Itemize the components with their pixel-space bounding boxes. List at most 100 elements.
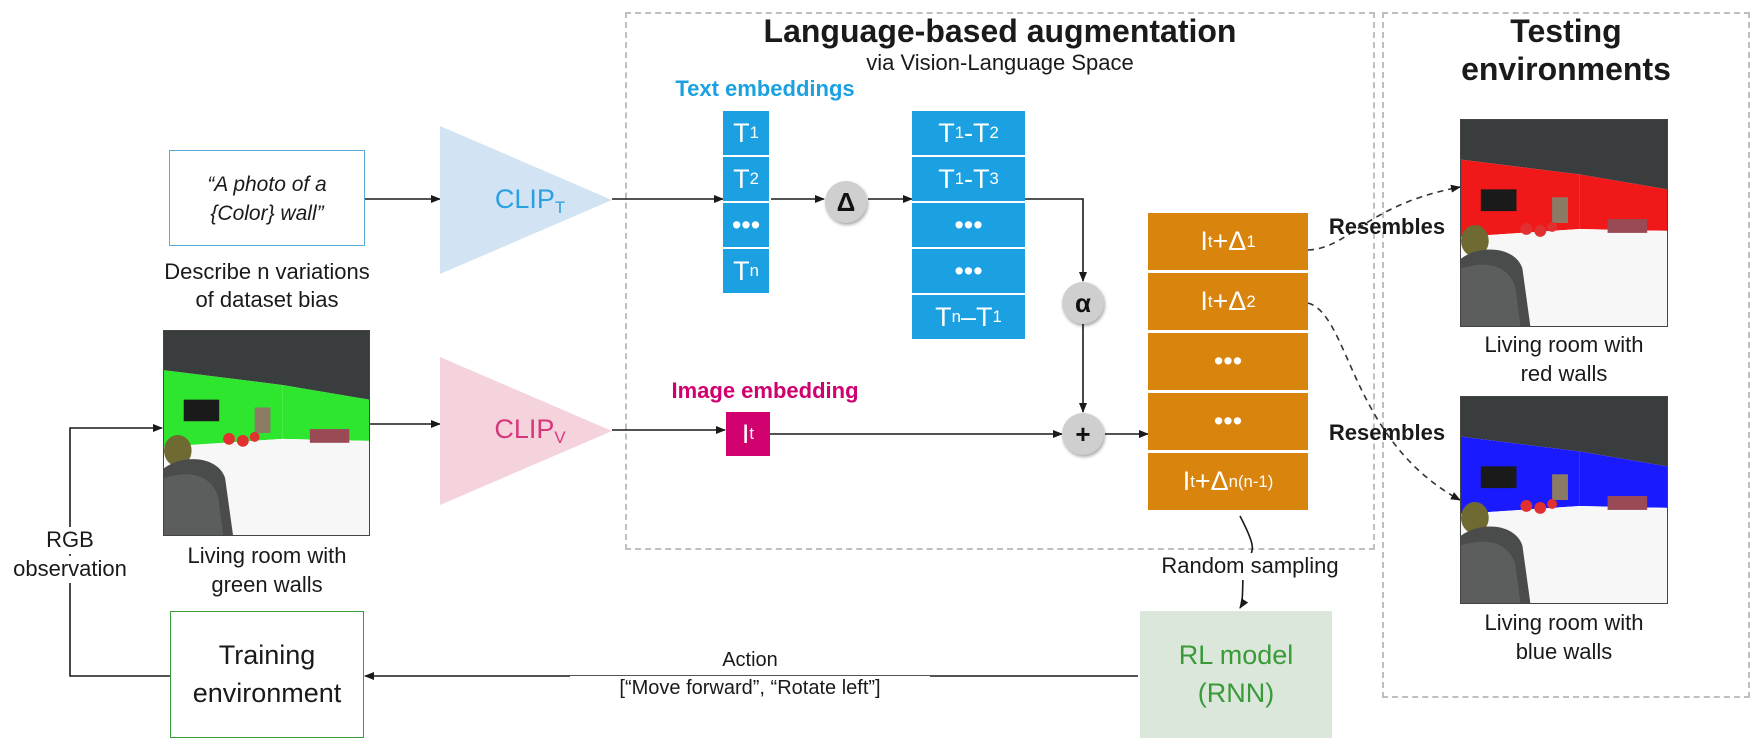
training-line2: environment	[192, 678, 342, 708]
text-embedding-base: T	[733, 163, 750, 194]
room-scene	[1461, 397, 1667, 603]
augmented-cell: •••	[1148, 333, 1308, 390]
random-sampling-label: Random sampling	[1140, 553, 1360, 580]
text-embedding-sub: n	[749, 261, 759, 280]
rl-model-line2: (RNN)	[1197, 678, 1275, 708]
augmentation-title: Language-based augmentation	[763, 13, 1237, 49]
augmented-term: •••	[1213, 406, 1243, 436]
difference-operator: –	[960, 301, 977, 332]
clip-text-base: CLIP	[494, 184, 555, 214]
test-red-caption-line1: Living room with	[1484, 332, 1644, 357]
training-line1: Training	[218, 640, 316, 670]
augmented-term: I	[1200, 226, 1208, 256]
training-environment-box	[170, 611, 364, 738]
clip-vision-encoder	[440, 357, 612, 505]
augmented-delta-sub: n(n-1)	[1228, 471, 1274, 491]
clip-vision-sub: V	[554, 428, 566, 448]
training-room-image	[163, 330, 370, 536]
difference-cell: •••	[912, 203, 1025, 247]
difference-term-b: T	[973, 117, 990, 148]
text-embeddings-label: Text embeddings	[675, 76, 855, 101]
difference-term-a: T	[938, 163, 955, 194]
augmented-term: •••	[1213, 346, 1243, 376]
difference-term-a-sub: n	[951, 307, 961, 326]
augmented-term-sub: t	[1207, 231, 1213, 251]
augmented-delta-sub: 1	[1246, 231, 1256, 251]
augmentation-subtitle: via Vision-Language Space	[866, 50, 1134, 75]
image-embedding-sub: t	[749, 424, 755, 443]
action-label-line1: Action	[722, 649, 778, 671]
room-scene	[1461, 120, 1667, 326]
prompt-box	[169, 150, 365, 246]
augmented-term-sub: t	[1207, 291, 1213, 311]
prompt-line2: {Color} wall”	[210, 202, 324, 225]
augmented-delta: +Δ	[1212, 286, 1247, 316]
augmented-cell: •••	[1148, 393, 1308, 450]
test-room-blue-image	[1460, 396, 1668, 604]
augmented-delta: +Δ	[1194, 466, 1229, 496]
prompt-caption-line2: of dataset bias	[195, 287, 339, 312]
test-blue-caption-line1: Living room with	[1484, 610, 1644, 635]
augmented-delta-sub: 2	[1246, 291, 1256, 311]
difference-term-b-sub: 1	[992, 307, 1002, 326]
difference-term-b: T	[973, 163, 990, 194]
delta-operator: Δ	[825, 181, 867, 223]
augmented-delta: +Δ	[1212, 226, 1247, 256]
difference-term-b-sub: 2	[989, 123, 999, 142]
rgb-label-line2: observation	[0, 556, 140, 583]
testing-title-line1: Testing	[1510, 13, 1622, 49]
text-embedding-base: •••	[731, 209, 761, 240]
clip-text-sub: T	[554, 198, 566, 218]
training-room-caption-line2: green walls	[211, 572, 323, 597]
difference-term-a: T	[938, 117, 955, 148]
image-embedding-label: Image embedding	[671, 378, 859, 403]
difference-term-a-sub: 1	[954, 169, 964, 188]
difference-operator: -	[964, 117, 973, 148]
clip-vision-base: CLIP	[494, 414, 555, 444]
clip-text-label: CLIPT	[470, 183, 590, 218]
difference-term-a: T	[935, 301, 952, 332]
prompt-caption-line1: Describe n variations	[164, 259, 370, 284]
testing-panel	[1382, 12, 1750, 698]
resembles-label-1: Resembles	[1328, 214, 1446, 239]
rgb-label-line1: RGB	[0, 527, 140, 554]
text-embedding-base: T	[733, 117, 750, 148]
augmented-term: I	[1200, 286, 1208, 316]
difference-term-b-sub: 3	[989, 169, 999, 188]
testing-title-line2: environments	[1461, 51, 1671, 87]
training-room-caption-line1: Living room with	[187, 543, 347, 568]
test-room-red-image	[1460, 119, 1668, 327]
text-embedding-sub: 1	[749, 123, 759, 142]
resembles-1-curve	[1307, 184, 1461, 251]
rl-model-line1: RL model	[1178, 640, 1294, 670]
rl-model-box	[1140, 611, 1332, 738]
prompt-line1: “A photo of a	[207, 173, 327, 196]
clip-text-encoder	[440, 126, 612, 274]
alpha-operator: α	[1062, 282, 1104, 324]
diffs-to-alpha-arrow	[1025, 198, 1087, 282]
difference-term-b: T	[976, 301, 993, 332]
difference-term-a: •••	[954, 255, 983, 286]
text-embedding-cell: •••	[723, 203, 769, 247]
augmented-term: I	[1182, 466, 1191, 496]
action-label-line2: [“Move forward”, “Rotate left”]	[570, 676, 930, 701]
plus-operator: +	[1062, 413, 1104, 455]
image-embedding-base: I	[741, 418, 750, 449]
augmented-term-sub: t	[1190, 471, 1195, 491]
augmentation-panel	[625, 12, 1375, 550]
text-embedding-sub: 2	[749, 169, 759, 188]
difference-operator: -	[964, 163, 973, 194]
resembles-label-2: Resembles	[1328, 420, 1446, 445]
room-scene	[164, 331, 369, 535]
difference-term-a: •••	[954, 209, 983, 240]
